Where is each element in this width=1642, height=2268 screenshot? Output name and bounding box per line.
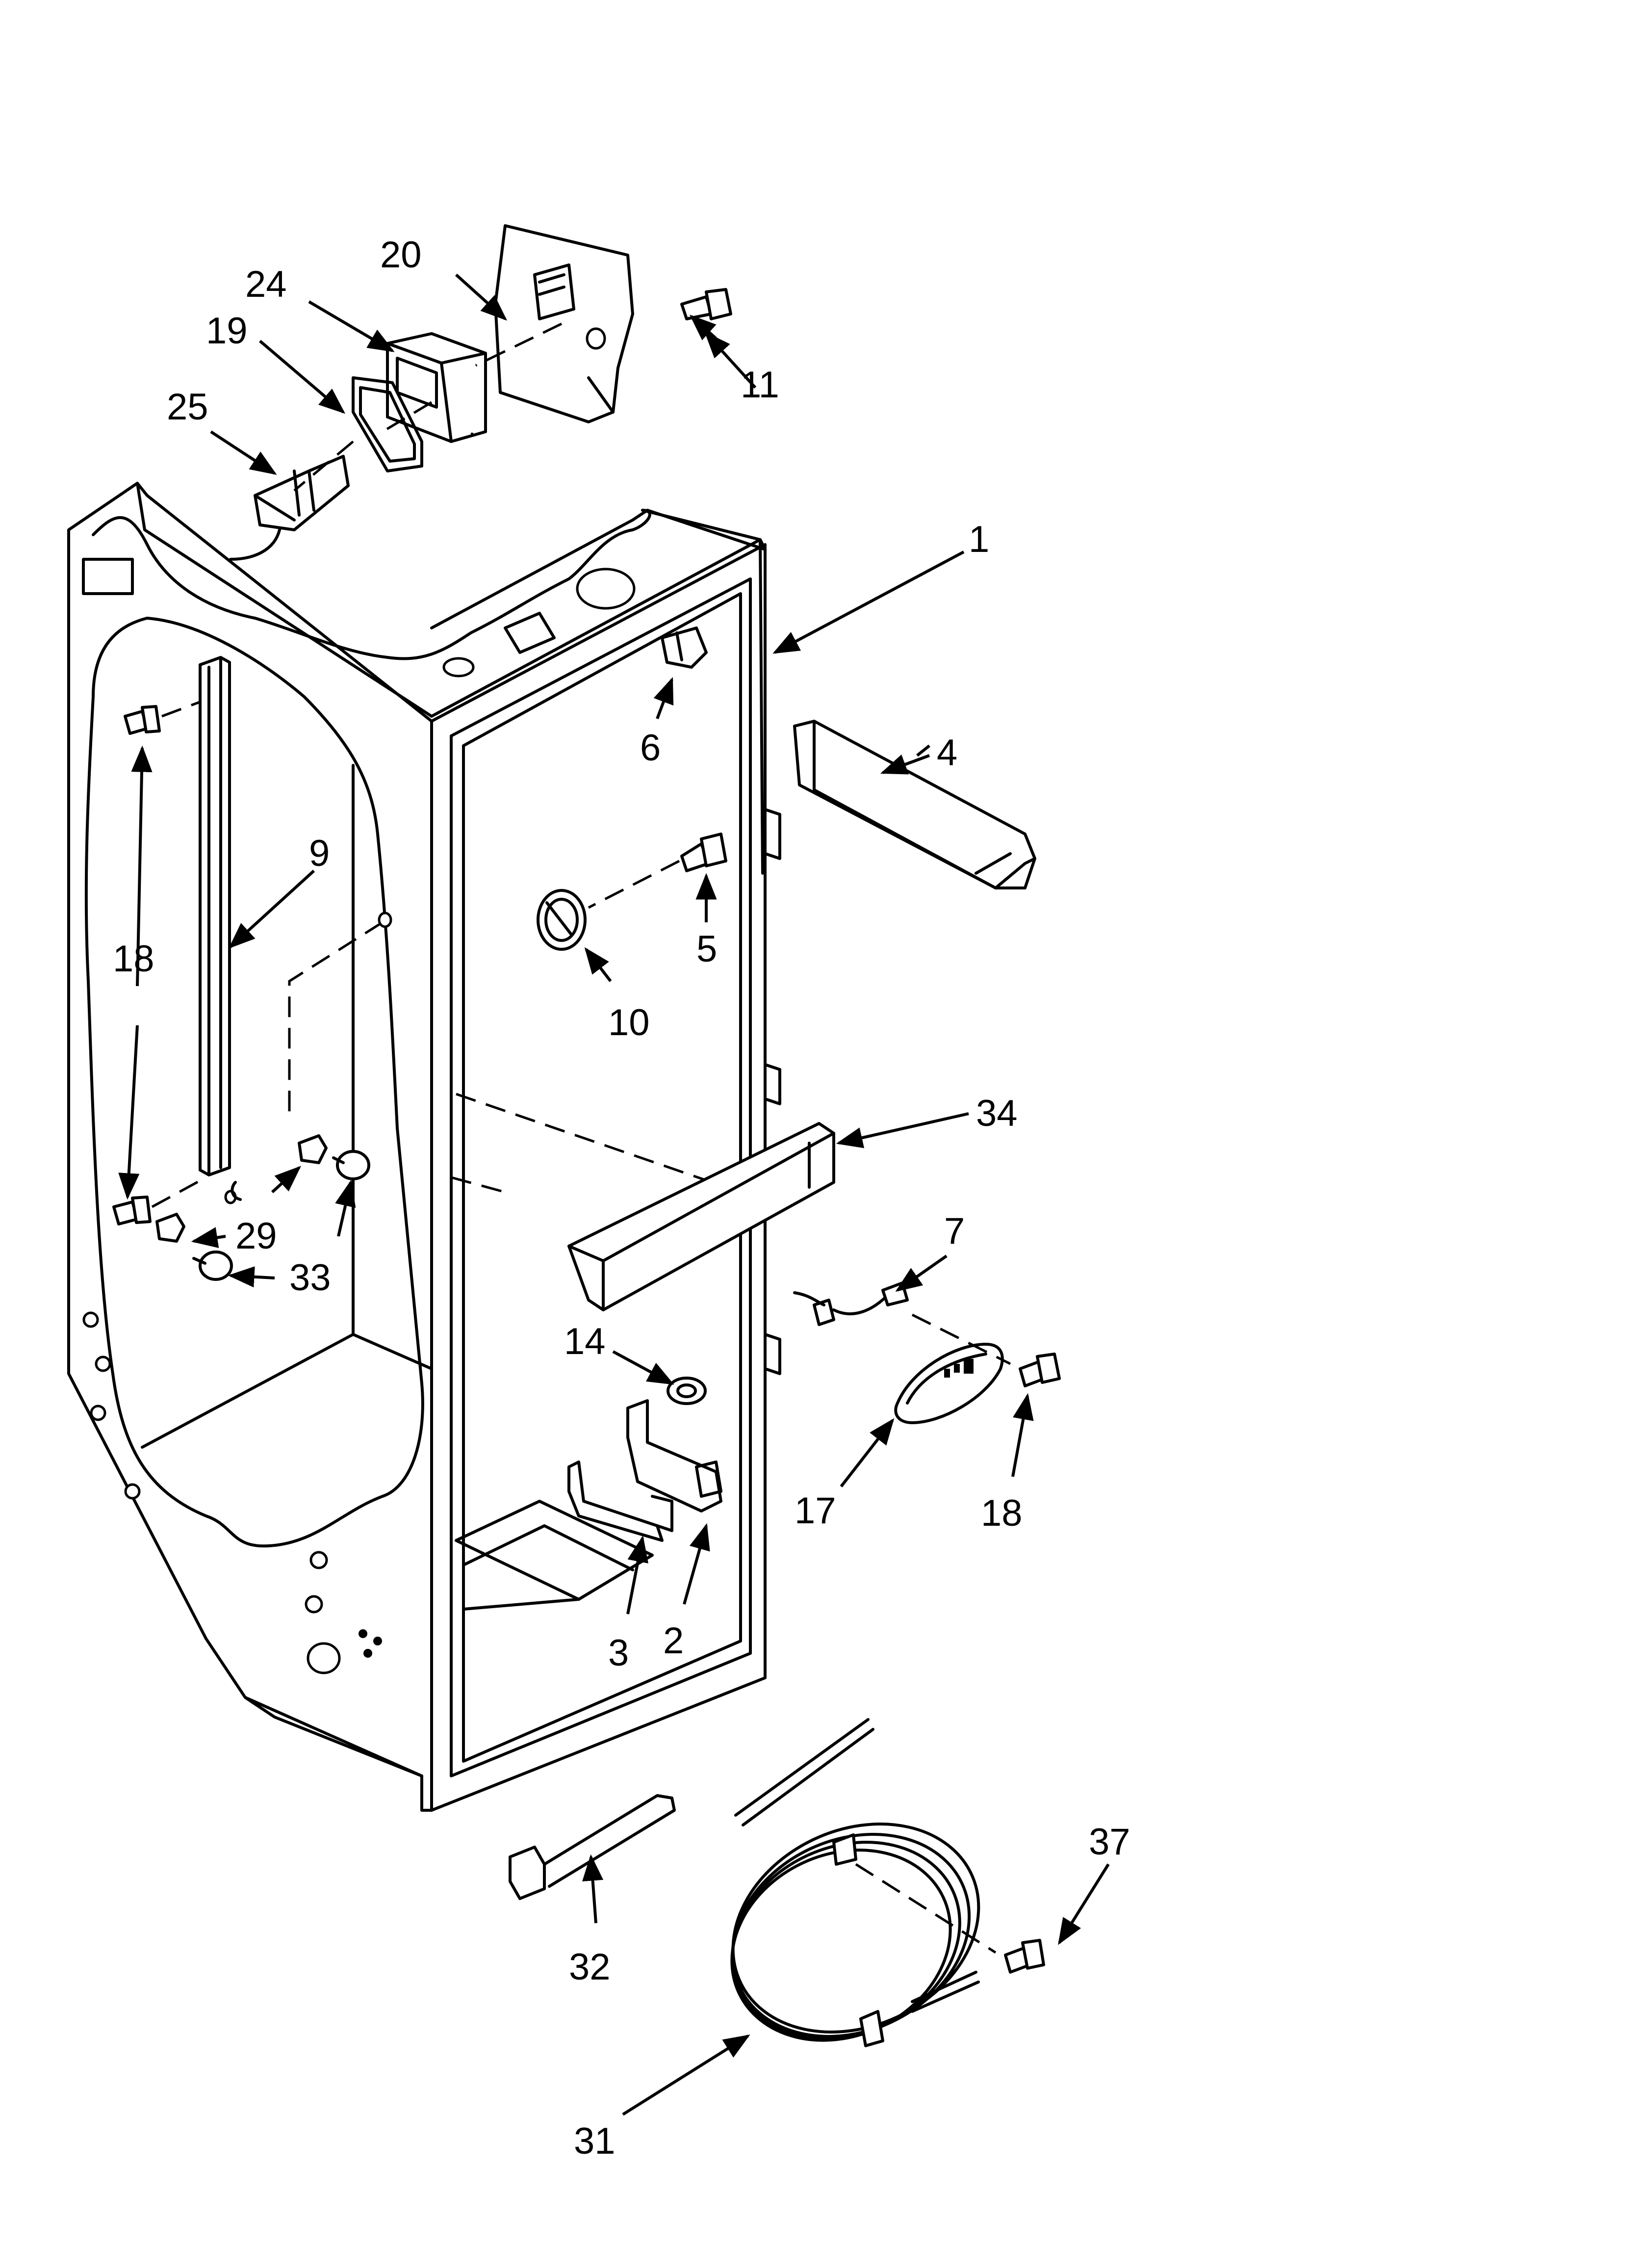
callout-7: 7 [944, 1210, 965, 1252]
callout-3: 3 [608, 1632, 629, 1674]
control-panel [894, 1343, 1004, 1424]
screw-right [1019, 1353, 1061, 1387]
screw-bottom [1004, 1939, 1045, 1974]
control-housing [494, 224, 634, 423]
grommet [667, 1377, 707, 1405]
callout-2: 2 [663, 1620, 684, 1662]
callout-6: 6 [640, 727, 661, 769]
callout-19: 19 [206, 310, 248, 352]
callout-18-left: 18 [113, 938, 154, 980]
callout-25: 25 [167, 386, 208, 428]
callout-31: 31 [574, 2120, 616, 2162]
wire-harness [793, 1281, 909, 1326]
callout-5: 5 [696, 928, 717, 970]
damper-motor [229, 455, 350, 561]
light-socket-lower [155, 1213, 233, 1281]
callout-14: 14 [564, 1321, 606, 1362]
callout-29: 29 [235, 1215, 277, 1257]
knob [537, 889, 587, 951]
clip [661, 626, 708, 669]
leader-lines [118, 273, 1110, 2116]
bracket-right [626, 1399, 722, 1512]
callout-11: 11 [741, 364, 779, 406]
duct-housing [386, 332, 487, 443]
channel [793, 720, 1036, 889]
callout-34: 34 [976, 1093, 1018, 1134]
callout-33: 33 [289, 1257, 331, 1299]
callout-32: 32 [569, 1946, 611, 1988]
callout-10: 10 [608, 1002, 650, 1043]
callout-labels: 1 2 3 4 5 6 7 9 10 11 14 17 18 18 19 20 … [113, 234, 1130, 2162]
screw-left-lower [112, 1196, 152, 1225]
callout-20: 20 [380, 234, 422, 276]
cabinet-liner [67, 482, 781, 1812]
callout-9: 9 [309, 833, 330, 874]
gasket [352, 376, 423, 472]
cable-tie [509, 1794, 676, 1900]
screw-top [680, 288, 732, 320]
callout-18-right: 18 [981, 1492, 1023, 1534]
screw-left-upper [124, 705, 161, 735]
screw-center [680, 833, 727, 872]
callout-37: 37 [1089, 1821, 1130, 1863]
callout-1: 1 [969, 519, 989, 560]
callout-24: 24 [245, 263, 287, 305]
light-socket-upper [298, 1134, 370, 1180]
cross-bar [567, 1122, 835, 1311]
callout-4: 4 [937, 732, 957, 774]
callout-17: 17 [795, 1490, 836, 1532]
water-tube-coil [730, 1718, 980, 2047]
shelf-rail [199, 656, 231, 1176]
bracket-left [567, 1460, 673, 1542]
